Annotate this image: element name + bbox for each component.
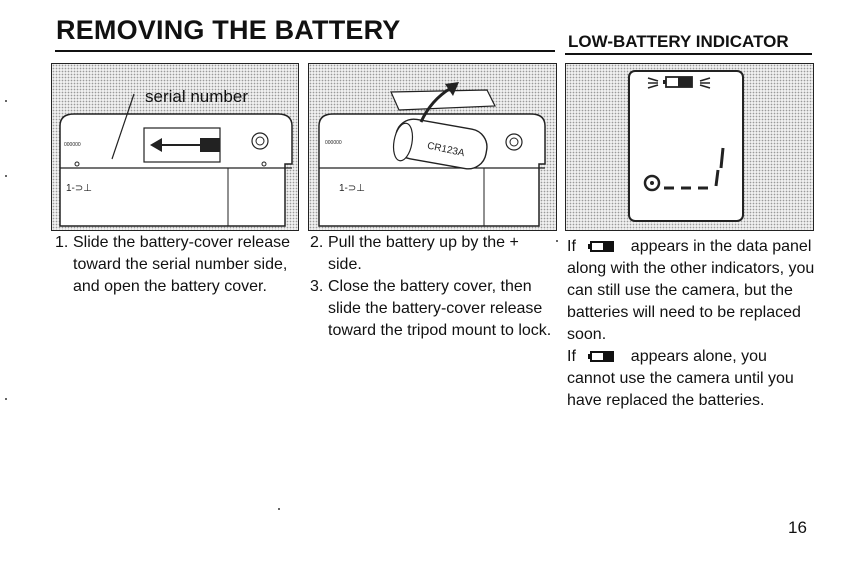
subtitle-rule	[565, 53, 812, 55]
step-list-left: 1. Slide the battery-cover release towar…	[55, 232, 295, 298]
camera-bottom-illustration: 000000 1-⊃⊥ serial number	[59, 87, 293, 227]
svg-text:000000: 000000	[64, 142, 81, 148]
camera-model-label: 1-⊃⊥	[339, 183, 365, 194]
paragraph-body: appears alone, you cannot use the camera…	[567, 348, 794, 409]
indicator-description: If appears in the data panel along with …	[567, 236, 817, 412]
page-number: 16	[788, 518, 807, 537]
section-subtitle: LOW-BATTERY INDICATOR	[568, 32, 789, 51]
scan-speck	[5, 398, 7, 400]
paragraph-lead: If	[567, 238, 576, 255]
step-item: 3. Close the battery cover, then slide t…	[310, 276, 555, 342]
step-item: 1. Slide the battery-cover release towar…	[55, 232, 295, 298]
figure-lcd-display	[565, 63, 814, 231]
scan-speck	[5, 100, 7, 102]
step-item: 2. Pull the battery up by the + side.	[310, 232, 555, 276]
figure-pull-battery: CR123A 000000 1-⊃⊥	[308, 63, 557, 231]
paragraph-body: appears in the data panel along with the…	[567, 238, 815, 343]
camera-model-label: 1-⊃⊥	[66, 183, 92, 194]
battery-removal-illustration: CR123A 000000 1-⊃⊥	[318, 82, 546, 227]
step-list-middle: 2. Pull the battery up by the + side. 3.…	[310, 232, 555, 342]
title-rule	[55, 50, 555, 52]
step-text: Pull the battery up by the + side.	[328, 234, 519, 273]
indicator-paragraph-empty: If appears alone, you cannot use the cam…	[567, 346, 817, 412]
battery-low-icon	[588, 241, 616, 252]
lcd-panel-illustration	[628, 70, 744, 222]
step-text: Close the battery cover, then slide the …	[328, 278, 552, 339]
battery-low-icon	[588, 351, 616, 362]
step-text: Slide the battery-cover release toward t…	[73, 234, 290, 295]
serial-number-callout: serial number	[145, 87, 248, 106]
svg-text:000000: 000000	[325, 140, 342, 146]
blinking-battery-icon	[647, 76, 711, 89]
figure-open-battery-cover: 000000 1-⊃⊥ serial number	[51, 63, 299, 231]
scan-speck	[5, 175, 7, 177]
indicator-paragraph-warning: If appears in the data panel along with …	[567, 236, 817, 346]
step-number: 3.	[310, 278, 324, 295]
scan-speck	[278, 508, 280, 510]
page-title: REMOVING THE BATTERY	[56, 15, 401, 45]
step-number: 2.	[310, 234, 324, 251]
paragraph-lead: If	[567, 348, 576, 365]
scan-speck	[556, 240, 558, 242]
step-number: 1.	[55, 234, 69, 251]
